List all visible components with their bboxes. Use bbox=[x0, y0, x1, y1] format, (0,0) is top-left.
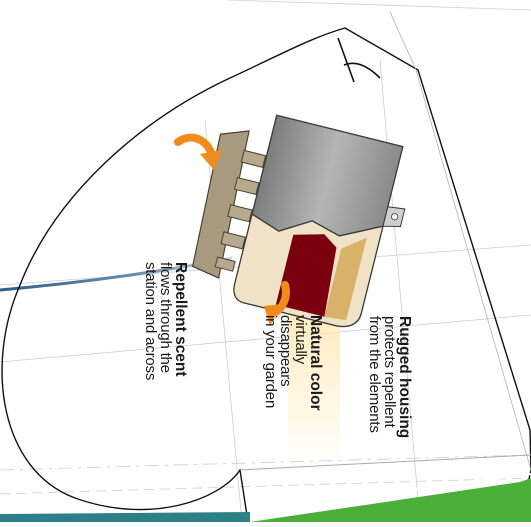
orange-down-arrow bbox=[264, 281, 290, 326]
callout-rugged-housing: Rugged housing protects repellent from t… bbox=[366, 316, 413, 439]
footer-green-band bbox=[250, 478, 531, 522]
callout-title: Repellent scent bbox=[172, 262, 189, 377]
product-illustration bbox=[191, 114, 406, 328]
panel-edge bbox=[389, 11, 531, 471]
callout-line: protects repellent bbox=[381, 316, 398, 428]
callout-line: station and across bbox=[142, 262, 159, 381]
orange-curved-arrow bbox=[174, 133, 222, 170]
fold-line bbox=[239, 454, 531, 471]
callout-line: from the elements bbox=[366, 316, 383, 433]
callout-repellent-scent: Repellent scent flows through the statio… bbox=[142, 262, 189, 381]
callout-line: in your garden bbox=[262, 315, 279, 409]
repellent-tan bbox=[324, 237, 367, 321]
callout-natural-color: Natural color virtually disappears in yo… bbox=[262, 315, 324, 411]
vented-base bbox=[191, 130, 250, 279]
callout-line: flows through the bbox=[157, 262, 174, 373]
diecut-outline bbox=[1, 27, 531, 523]
footer-teal-band bbox=[0, 512, 250, 522]
highlight-glow bbox=[288, 300, 340, 470]
callout-line: virtually bbox=[292, 315, 309, 365]
footer-divider bbox=[249, 473, 531, 511]
repellent-dark bbox=[275, 234, 337, 317]
callout-title: Rugged housing bbox=[396, 316, 413, 439]
callout-title: Natural color bbox=[307, 315, 324, 411]
fold-mark-icon bbox=[337, 37, 381, 83]
callout-line: disappears bbox=[277, 315, 294, 387]
